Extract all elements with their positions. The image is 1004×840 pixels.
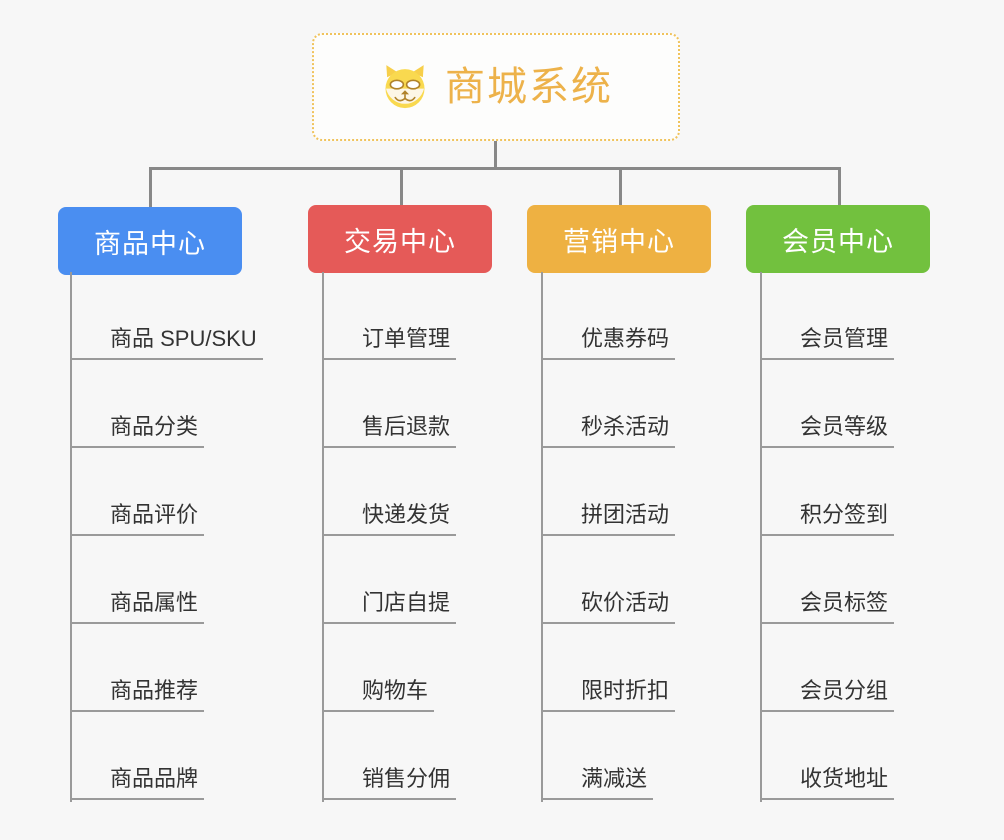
leaf-item[interactable]: 优惠券码 <box>541 272 676 360</box>
leaf-item[interactable]: 订单管理 <box>322 272 457 360</box>
leaf-label: 收货地址 <box>760 765 895 800</box>
leaf-label: 订单管理 <box>322 325 457 360</box>
category-header-1[interactable]: 商品中心 <box>58 207 242 275</box>
leaf-item[interactable]: 商品推荐 <box>70 624 205 712</box>
root-title: 商城系统 <box>445 65 613 109</box>
leaf-label: 会员分组 <box>760 677 895 712</box>
leaf-item[interactable]: 积分签到 <box>760 448 895 536</box>
branch-spine <box>322 272 324 802</box>
leaf-item[interactable]: 购物车 <box>322 624 435 712</box>
category-label: 商品中心 <box>94 228 206 259</box>
category-header-3[interactable]: 营销中心 <box>527 205 711 273</box>
connector-drop-3 <box>619 167 622 207</box>
branch-spine <box>760 272 762 802</box>
connector-root-stem <box>494 141 497 169</box>
leaf-item[interactable]: 商品属性 <box>70 536 205 624</box>
leaf-item[interactable]: 商品分类 <box>70 360 205 448</box>
leaf-item[interactable]: 售后退款 <box>322 360 457 448</box>
root-node[interactable]: 商城系统 <box>312 33 680 141</box>
leaf-item[interactable]: 砍价活动 <box>541 536 676 624</box>
leaf-item[interactable]: 商品品牌 <box>70 712 205 800</box>
leaf-label: 商品推荐 <box>70 677 205 712</box>
leaf-label: 秒杀活动 <box>541 413 676 448</box>
connector-drop-2 <box>400 167 403 207</box>
category-label: 营销中心 <box>563 226 675 257</box>
leaf-label: 满减送 <box>541 765 654 800</box>
leaf-item[interactable]: 会员标签 <box>760 536 895 624</box>
leaf-label: 商品分类 <box>70 413 205 448</box>
leaf-item[interactable]: 限时折扣 <box>541 624 676 712</box>
leaf-label: 限时折扣 <box>541 677 676 712</box>
connector-bus <box>150 167 840 170</box>
leaf-label: 门店自提 <box>322 589 457 624</box>
leaf-label: 砍价活动 <box>541 589 676 624</box>
connector-drop-1 <box>149 167 152 207</box>
leaf-item[interactable]: 门店自提 <box>322 536 457 624</box>
leaf-label: 商品属性 <box>70 589 205 624</box>
leaf-label: 快递发货 <box>322 501 457 536</box>
leaf-item[interactable]: 会员管理 <box>760 272 895 360</box>
leaf-label: 商品品牌 <box>70 765 205 800</box>
leaf-label: 购物车 <box>322 677 435 712</box>
category-header-4[interactable]: 会员中心 <box>746 205 930 273</box>
leaf-label: 拼团活动 <box>541 501 676 536</box>
leaf-label: 商品评价 <box>70 501 205 536</box>
leaf-item[interactable]: 拼团活动 <box>541 448 676 536</box>
category-label: 交易中心 <box>344 226 456 257</box>
branch-spine <box>541 272 543 802</box>
leaf-item[interactable]: 满减送 <box>541 712 654 800</box>
leaf-item[interactable]: 商品 SPU/SKU <box>70 272 263 360</box>
leaf-item[interactable]: 会员分组 <box>760 624 895 712</box>
leaf-label: 售后退款 <box>322 413 457 448</box>
shiba-dog-icon <box>385 65 425 109</box>
leaf-label: 积分签到 <box>760 501 895 536</box>
leaf-label: 商品 SPU/SKU <box>70 325 263 360</box>
leaf-item[interactable]: 商品评价 <box>70 448 205 536</box>
leaf-item[interactable]: 收货地址 <box>760 712 895 800</box>
leaf-label: 销售分佣 <box>322 765 457 800</box>
category-header-2[interactable]: 交易中心 <box>308 205 492 273</box>
leaf-label: 优惠券码 <box>541 325 676 360</box>
branch-spine <box>70 272 72 802</box>
leaf-label: 会员标签 <box>760 589 895 624</box>
leaf-item[interactable]: 会员等级 <box>760 360 895 448</box>
leaf-item[interactable]: 秒杀活动 <box>541 360 676 448</box>
leaf-label: 会员等级 <box>760 413 895 448</box>
leaf-item[interactable]: 快递发货 <box>322 448 457 536</box>
category-label: 会员中心 <box>782 226 894 257</box>
connector-drop-4 <box>838 167 841 207</box>
leaf-label: 会员管理 <box>760 325 895 360</box>
leaf-item[interactable]: 销售分佣 <box>322 712 457 800</box>
